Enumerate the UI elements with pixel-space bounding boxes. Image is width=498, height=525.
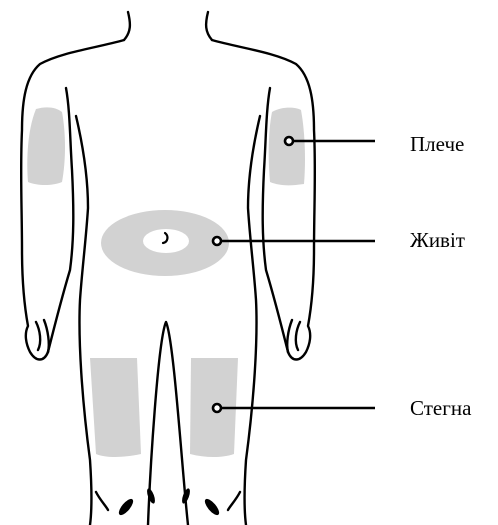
left-upper-arm-zone [27,107,65,185]
right-hand [287,320,300,352]
left-knee-mark [96,492,108,510]
leader-dot-abdomen [213,237,221,245]
kneecap-marks [117,487,222,517]
leader-dot-upper-arm [285,137,293,145]
label-abdomen: Живіт [410,230,465,251]
left-torso-side [76,116,92,525]
crotch-line [148,322,188,525]
right-kneecap-mark-1 [203,497,222,517]
left-hand [36,320,49,352]
left-kneecap-mark-2 [145,487,156,504]
right-kneecap-mark-2 [180,487,191,504]
label-upper-arm: Плече [410,134,464,155]
left-thigh-zone [90,358,141,457]
label-thigh: Стегна [410,398,471,419]
injection-zones [27,107,305,457]
left-kneecap-mark-1 [117,497,136,517]
right-upper-arm-zone [269,108,305,186]
right-torso-side [245,116,261,525]
neck-right-line [206,12,212,40]
leader-dot-thigh [213,404,221,412]
neck-left-line [124,12,130,40]
navel [163,233,167,243]
right-knee-mark [228,492,240,510]
